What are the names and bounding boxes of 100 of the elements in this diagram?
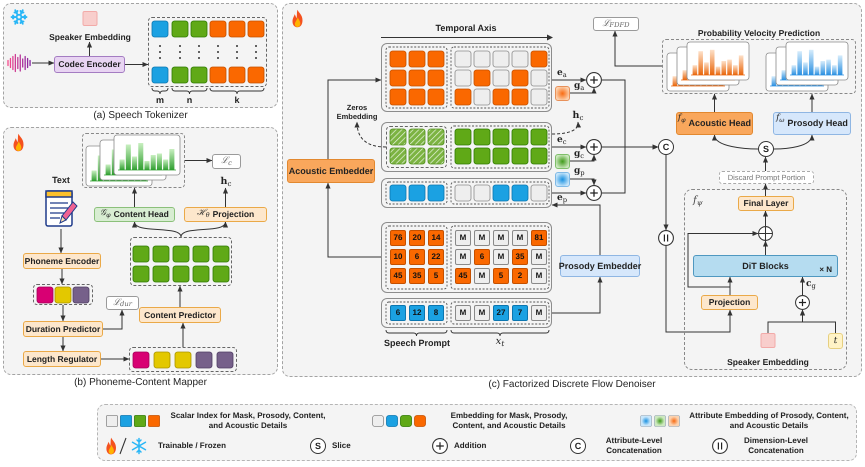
- token-square: [493, 268, 509, 284]
- node-label: Prosody Embedder: [558, 262, 642, 270]
- token-square: [512, 305, 528, 321]
- arrow: [325, 182, 382, 258]
- token-square: [455, 230, 471, 246]
- attribute-embedding-swatch: [555, 154, 570, 169]
- token-index: 22: [432, 253, 440, 261]
- token-square: [531, 249, 547, 265]
- arrow: [102, 310, 125, 330]
- attribute-embedding-swatch: [555, 86, 570, 101]
- node-label: Text: [52, 175, 70, 185]
- arrow: [180, 322, 186, 348]
- addition-symbol: [586, 185, 602, 201]
- brace-label: x$_{t}$: [496, 337, 504, 347]
- token-index: 45: [394, 272, 402, 280]
- arrow: [800, 310, 836, 334]
- token-index: M: [478, 272, 486, 280]
- node-label: Length Regulator: [26, 354, 98, 364]
- group-heading: Probability Velocity Prediction: [698, 28, 820, 38]
- math-label: h$_{c}$: [572, 110, 584, 120]
- operator-symbol: S: [758, 141, 774, 157]
- arrow: [713, 134, 758, 150]
- arrow: [552, 202, 600, 256]
- token-index: M: [536, 272, 542, 280]
- arrow: [60, 336, 66, 352]
- token-square: [390, 268, 406, 284]
- math-label: ℒ$_{c}$: [221, 157, 232, 166]
- token-index: 2: [518, 272, 522, 280]
- token-square: [455, 305, 471, 321]
- token-square: [390, 305, 406, 321]
- process-box: [287, 159, 375, 183]
- panel-caption: (b) Phoneme-Content Mapper: [74, 377, 207, 389]
- node-label: Speaker Embedding: [49, 32, 131, 42]
- arrow: [570, 88, 597, 94]
- loss-box: [593, 17, 639, 31]
- legend-label: Embedding for Mask, Prosody, Content, and Acoustic Details: [450, 411, 568, 431]
- process-box: [23, 321, 103, 337]
- addition-symbol: [758, 226, 773, 241]
- token-square: [428, 305, 444, 321]
- repeat-label: × N: [819, 266, 832, 274]
- process-box: [23, 253, 101, 269]
- token-index: 35: [412, 272, 422, 280]
- token-square: [409, 305, 425, 321]
- panel-caption: (c) Factorized Discrete Flow Denoiser: [488, 379, 656, 391]
- math-label: f$_{ψ}$: [693, 196, 703, 206]
- arrow: [59, 268, 65, 284]
- token-square: [512, 249, 528, 265]
- math-label: ℒ$_{dur}$: [113, 298, 132, 308]
- node-label: Content Predictor: [144, 310, 216, 320]
- panel-caption: (a) Speech Tokenizer: [93, 110, 188, 122]
- dashed-arrow: [552, 122, 581, 134]
- arrow: [762, 240, 768, 256]
- process-box: [94, 207, 175, 222]
- arrow: [612, 30, 662, 66]
- arrow: [800, 276, 806, 296]
- waveform-icon: [6, 53, 32, 73]
- arrow: [552, 144, 586, 150]
- arrow: [184, 158, 212, 164]
- token-square: [493, 305, 509, 321]
- process-box: [701, 295, 758, 310]
- loss-box: [212, 154, 241, 169]
- slice-symbol: S: [310, 438, 326, 454]
- edge-label: g$_{p}$: [574, 167, 585, 176]
- arrow: [712, 94, 718, 112]
- node-label: Projection: [708, 298, 750, 307]
- token-index: M: [498, 234, 504, 242]
- node-label: Projection: [212, 210, 254, 219]
- arrow: [809, 94, 815, 112]
- token-index: 81: [534, 234, 544, 242]
- process-box: [738, 196, 794, 211]
- discard-box: [719, 171, 814, 184]
- token-index: 27: [496, 309, 506, 317]
- arrow: [663, 154, 669, 230]
- arrow: [124, 62, 148, 68]
- token-square: [512, 230, 528, 246]
- brace-label: Speech Prompt: [384, 338, 450, 348]
- brace-label: n: [186, 95, 192, 105]
- token-index: 20: [412, 234, 422, 242]
- arrow: [177, 286, 183, 308]
- token-square: [474, 268, 490, 284]
- edge-label: g$_{c}$: [574, 150, 584, 159]
- arrow: [60, 304, 66, 322]
- arrow: [58, 228, 64, 254]
- token-square: [428, 268, 444, 284]
- node-label: Speaker Embedding: [727, 357, 809, 367]
- dashed-arrow: [354, 122, 386, 148]
- token-square: [474, 230, 490, 246]
- node-label: Acoustic Head: [688, 119, 752, 128]
- loss-box: [106, 296, 139, 310]
- arrow: [688, 230, 758, 296]
- token-index: M: [460, 253, 466, 261]
- legend-label: Scalar Index for Mask, Prosody, Content, and Acoustic Details: [170, 411, 326, 431]
- attribute-embedding-swatch: [555, 172, 570, 187]
- token-index: M: [460, 309, 466, 317]
- arrow: [762, 184, 768, 196]
- token-square: [512, 268, 528, 284]
- arrow: [552, 77, 586, 83]
- node-label: Prosody Head: [787, 119, 848, 128]
- token-group: [130, 237, 232, 286]
- legend-label: Slice: [332, 441, 351, 451]
